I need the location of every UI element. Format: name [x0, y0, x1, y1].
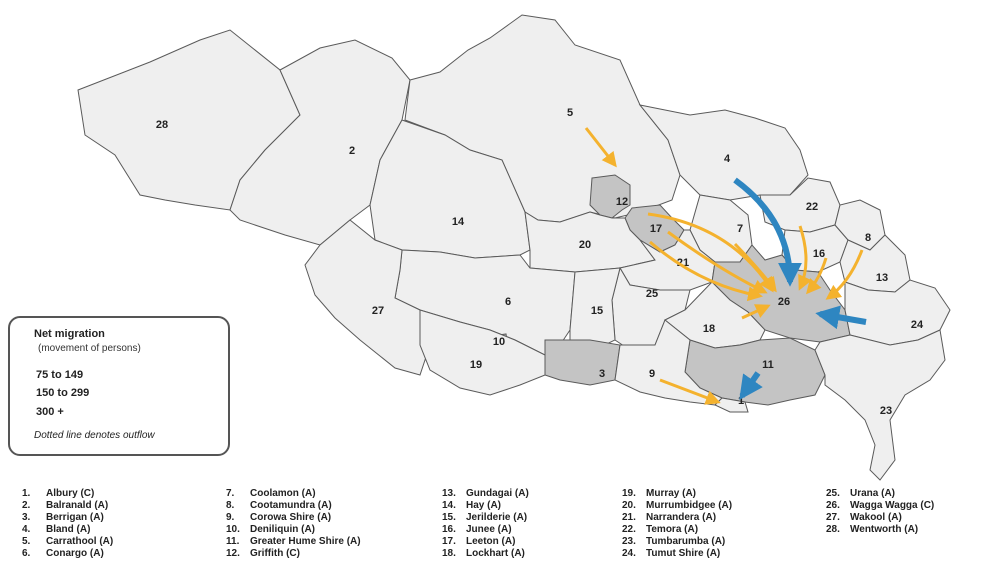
- legend-note: Dotted line denotes outflow: [34, 430, 155, 441]
- region-label-1: 1: [738, 395, 744, 407]
- key-item: 11.Greater Hume Shire (A): [226, 536, 361, 547]
- region-label-15: 15: [591, 305, 603, 317]
- region-label-27: 27: [372, 305, 384, 317]
- region-23: [814, 329, 946, 481]
- region-label-23: 23: [880, 405, 892, 417]
- region-label-28: 28: [156, 119, 168, 131]
- flow-arrow-16-to-26: [806, 257, 828, 295]
- region-label-7: 7: [737, 223, 743, 235]
- region-label-25: 25: [646, 288, 658, 300]
- key-item: 24.Tumut Shire (A): [622, 548, 721, 559]
- region-4: [638, 104, 809, 201]
- key-item: 27.Wakool (A): [826, 512, 902, 523]
- flow-arrow-8-to-26: [825, 249, 864, 300]
- region-label-16: 16: [813, 248, 825, 260]
- flow-arrow-11-to-1: [739, 371, 763, 400]
- region-label-22: 22: [806, 201, 818, 213]
- region-3: [544, 339, 621, 386]
- region-label-19: 19: [470, 359, 482, 371]
- region-labels: 28 2 5 4 14 12 17 7 22 8 16 20 21 13 25 …: [156, 107, 924, 417]
- regions: [77, 14, 951, 481]
- region-label-3: 3: [599, 368, 605, 380]
- region-label-20: 20: [579, 239, 591, 251]
- key-item: 5.Carrathool (A): [22, 536, 114, 547]
- key-item: 4.Bland (A): [22, 524, 91, 535]
- key-column-2: 7.Coolamon (A) 8.Cootamundra (A) 9.Corow…: [226, 488, 426, 560]
- key-item: 28.Wentworth (A): [826, 524, 919, 535]
- region-label-18: 18: [703, 323, 715, 335]
- legend-label-75-149: 75 to 149: [36, 369, 84, 381]
- key-item: 7.Coolamon (A): [226, 488, 316, 499]
- flow-arrow-21-to-26: [649, 240, 763, 302]
- flow-arrow-24-to-26: [815, 305, 867, 330]
- region-label-12: 12: [616, 196, 628, 208]
- region-label-8: 8: [865, 232, 871, 244]
- flow-arrow-17-to-26: [647, 212, 774, 293]
- legend-title: Net migration: [34, 328, 105, 340]
- flow-arrow-5-to-12: [584, 127, 617, 168]
- region-label-5: 5: [567, 107, 573, 119]
- key-item: 16.Junee (A): [442, 524, 512, 535]
- flow-arrow-4-to-26: [733, 177, 802, 287]
- region-label-17: 17: [650, 223, 662, 235]
- key-column-4: 19.Murray (A) 20.Murrumbidgee (A) 21.Nar…: [622, 488, 822, 560]
- region-label-10: 10: [493, 336, 505, 348]
- key-item: 17.Leeton (A): [442, 536, 516, 547]
- key-item: 19.Murray (A): [622, 488, 697, 499]
- key-item: 8.Cootamundra (A): [226, 500, 332, 511]
- region-label-26: 26: [778, 296, 790, 308]
- key-item: 1.Albury (C): [22, 488, 95, 499]
- key-item: 22.Temora (A): [622, 524, 699, 535]
- flow-arrow-9-to-1: [659, 378, 721, 405]
- region-label-4: 4: [724, 153, 731, 165]
- legend-box: [8, 316, 230, 456]
- region-12: [589, 174, 631, 219]
- key-item: 13.Gundagai (A): [442, 488, 529, 499]
- key-item: 15.Jerilderie (A): [442, 512, 528, 523]
- key-item: 25.Urana (A): [826, 488, 896, 499]
- key-item: 12.Griffith (C): [226, 548, 300, 559]
- region-label-2: 2: [349, 145, 355, 157]
- legend-label-150-299: 150 to 299: [36, 387, 90, 399]
- region-label-6: 6: [505, 296, 511, 308]
- key-column-5: 25.Urana (A) 26.Wagga Wagga (C) 27.Wakoo…: [826, 488, 1002, 536]
- key-item: 9.Corowa Shire (A): [226, 512, 332, 523]
- key-column-3: 13.Gundagai (A) 14.Hay (A) 15.Jerilderie…: [442, 488, 642, 560]
- key-item: 2.Balranald (A): [22, 500, 109, 511]
- region-24: [844, 279, 951, 346]
- region-19: [419, 309, 546, 396]
- legend-subtitle: (movement of persons): [38, 343, 141, 354]
- key-item: 3.Berrigan (A): [22, 512, 104, 523]
- key-item: 26.Wagga Wagga (C): [826, 500, 935, 511]
- key-item: 6.Conargo (A): [22, 548, 104, 559]
- key-item: 10.Deniliquin (A): [226, 524, 315, 535]
- region-label-11: 11: [762, 359, 774, 371]
- region-label-24: 24: [911, 319, 924, 331]
- key-item: 21.Narrandera (A): [622, 512, 717, 523]
- flow-arrow-18-to-26: [741, 304, 771, 320]
- key-item: 18.Lockhart (A): [442, 548, 525, 559]
- key-item: 23.Tumbarumba (A): [622, 536, 726, 547]
- key-column-1: 1.Albury (C) 2.Balranald (A) 3.Berrigan …: [22, 488, 222, 560]
- legend-label-300: 300 +: [36, 406, 64, 418]
- region-label-9: 9: [649, 368, 655, 380]
- region-label-14: 14: [452, 216, 465, 228]
- key-item: 20.Murrumbidgee (A): [622, 500, 733, 511]
- flow-arrows: [584, 127, 867, 405]
- key-item: 14.Hay (A): [442, 500, 502, 511]
- region-label-13: 13: [876, 272, 888, 284]
- flow-arrow-7-to-26: [733, 242, 777, 293]
